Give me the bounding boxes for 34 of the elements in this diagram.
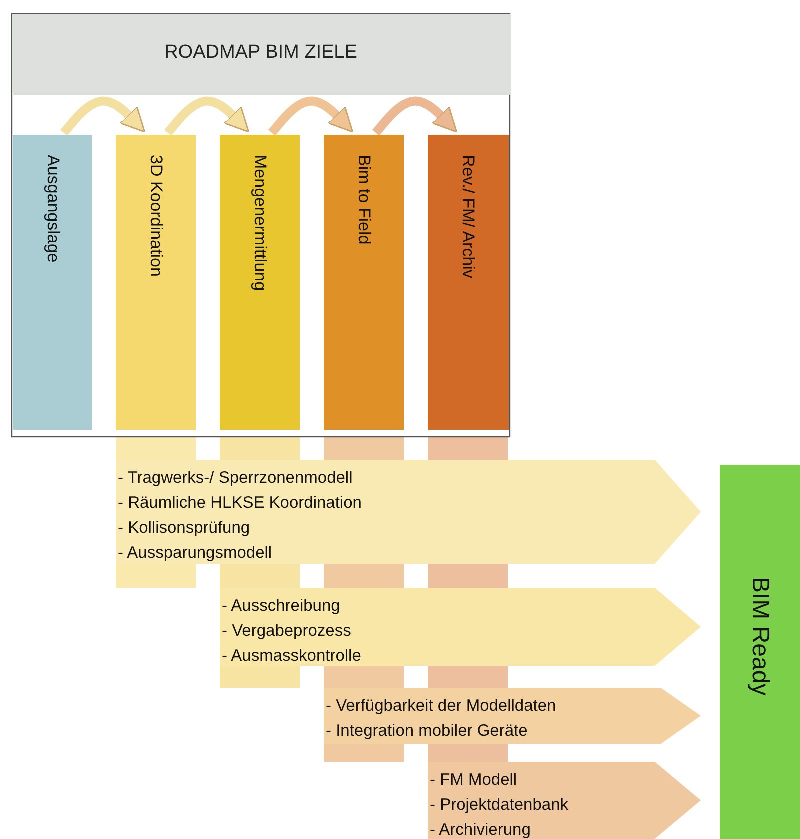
- bullet-item: - Projektdatenbank: [430, 795, 569, 816]
- bullet-item: - Vergabeprozess: [222, 621, 352, 642]
- column-label: 3D Koordination: [146, 155, 166, 277]
- arrow-band: [324, 688, 701, 744]
- column-label: Bim to Field: [354, 155, 374, 245]
- curved-arrow: [372, 96, 458, 136]
- curved-arrow: [60, 96, 146, 136]
- column-label: Rev./ FM/ Archiv: [458, 155, 478, 278]
- phase-column: [324, 135, 404, 430]
- bullet-item: - Tragwerks-/ Sperrzonenmodell: [118, 468, 353, 489]
- column-label: Mengenermittlung: [250, 155, 270, 292]
- bullet-item: - Archivierung: [430, 820, 531, 839]
- bullet-item: - Ausschreibung: [222, 596, 340, 617]
- header-bar: [12, 14, 510, 95]
- bullet-item: - Integration mobiler Geräte: [326, 721, 528, 742]
- phase-column: [116, 135, 196, 430]
- bullet-item: - Räumliche HLKSE Koordination: [118, 493, 362, 514]
- goal-label: BIM Ready: [746, 577, 774, 696]
- phase-column: [13, 135, 92, 430]
- goal-bar: [720, 465, 800, 839]
- phase-column: [220, 135, 300, 430]
- column-label: Ausgangslage: [43, 155, 63, 263]
- bullet-item: - Aussparungsmodell: [118, 543, 272, 564]
- bullet-item: - Ausmasskontrolle: [222, 646, 362, 667]
- bullet-item: - Verfügbarkeit der Modelldaten: [326, 696, 556, 717]
- header-title: ROADMAP BIM ZIELE: [164, 42, 358, 64]
- phase-column: [428, 135, 509, 430]
- bullet-item: - Kollisonsprüfung: [118, 518, 250, 539]
- curved-arrow: [268, 96, 354, 136]
- arrow-band: [116, 460, 701, 564]
- curved-arrow: [164, 96, 250, 136]
- arrow-band: [220, 588, 701, 666]
- bullet-item: - FM Modell: [430, 770, 518, 791]
- arrow-band: [428, 762, 701, 839]
